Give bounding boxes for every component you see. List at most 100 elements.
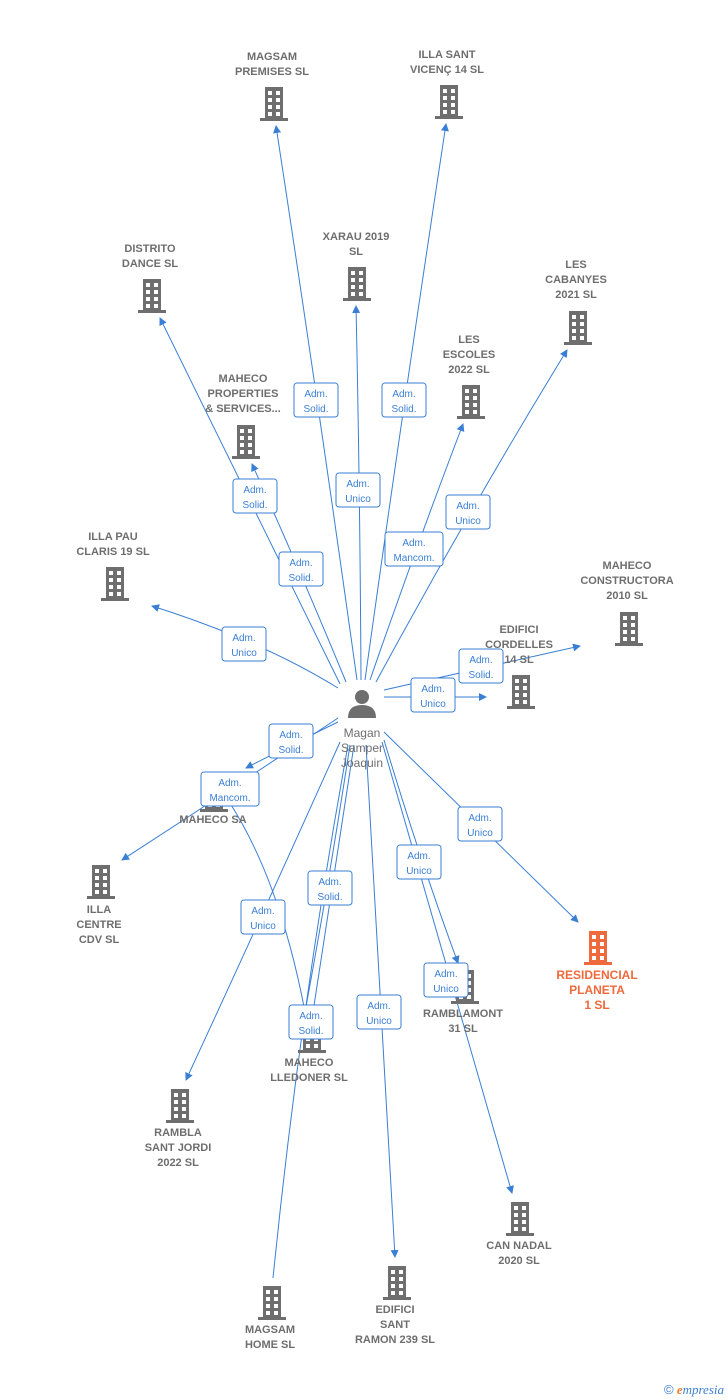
edge-label-line: Adm. bbox=[243, 485, 266, 496]
building-icon bbox=[457, 385, 485, 419]
company-name-line: SANT JORDI bbox=[145, 1142, 212, 1154]
brand-initial: e bbox=[676, 1382, 683, 1397]
company-name-line: ESCOLES bbox=[443, 349, 496, 361]
company-name-line: DISTRITO bbox=[124, 243, 176, 255]
building-icon bbox=[87, 865, 115, 899]
company-name-line: 2022 SL bbox=[448, 364, 490, 376]
company-node-maheco-properties[interactable]: MAHECO PROPERTIES & SERVICES... bbox=[205, 373, 281, 459]
company-name-line: 1 SL bbox=[584, 998, 609, 1012]
edge-label-maheco-lledoner-a[interactable]: Adm.Solid. bbox=[307, 870, 353, 906]
edge-label-box bbox=[410, 677, 456, 713]
edge-label-line: Adm. bbox=[218, 778, 241, 789]
company-name-line: & SERVICES... bbox=[205, 403, 281, 415]
edge-label-les-escoles[interactable]: Adm.Mancom. bbox=[384, 531, 444, 567]
company-name-line: EDIFICI bbox=[499, 624, 538, 636]
building-icon bbox=[584, 931, 612, 965]
edge-label-residencial-planeta[interactable]: Adm.Unico bbox=[457, 806, 503, 842]
company-name-line: MAHECO SA bbox=[179, 814, 246, 826]
edge-label-line: Solid. bbox=[242, 500, 267, 511]
edge-label-magsam-premises[interactable]: Adm.Solid. bbox=[293, 382, 339, 418]
edge-label-distrito-dance[interactable]: Adm. Solid. bbox=[232, 478, 278, 514]
edge-label-line: Adm. bbox=[456, 501, 479, 512]
company-name-line: 31 SL bbox=[448, 1023, 478, 1035]
company-name-line: CORDELLES bbox=[485, 639, 553, 651]
edge-label-line: Adm. bbox=[392, 389, 415, 400]
edge-label-box bbox=[384, 531, 444, 567]
edge-label-box bbox=[268, 723, 314, 759]
edge-label-xarau[interactable]: Adm.Unico bbox=[335, 472, 381, 508]
edge-label-illa-centre[interactable]: Adm.Mancom. bbox=[200, 771, 260, 807]
edge-label-line: Adm. bbox=[304, 389, 327, 400]
company-node-maheco-sa[interactable]: MAHECO SA bbox=[179, 778, 247, 826]
edge-label-line: Adm. bbox=[232, 633, 255, 644]
edge-label-illa-pau-claris[interactable]: Adm.Unico bbox=[221, 626, 267, 662]
edge-label-box bbox=[457, 806, 503, 842]
edge-label-maheco-constructora[interactable]: Adm.Solid. bbox=[458, 648, 504, 684]
company-name-line: PREMISES SL bbox=[235, 66, 309, 78]
edge-label-line: Solid. bbox=[278, 745, 303, 756]
building-icon bbox=[138, 279, 166, 313]
edge-label-line: Adm. bbox=[346, 479, 369, 490]
company-name-line: ILLA bbox=[87, 904, 111, 916]
edge-label-ramblamont-a[interactable]: Adm.Unico bbox=[396, 844, 442, 880]
building-icon bbox=[507, 675, 535, 709]
edge-label-box bbox=[293, 382, 339, 418]
company-name-line: CDV SL bbox=[79, 934, 120, 946]
edge-labels-layer: Adm.Solid.Adm.Solid.Adm.UnicoAdm.Solid.A… bbox=[200, 382, 504, 1040]
edge-label-rambla-sant-jordi[interactable]: Adm.Unico bbox=[240, 899, 286, 935]
company-name-line: SANT bbox=[380, 1319, 410, 1331]
company-name-line: CONSTRUCTORA bbox=[580, 575, 673, 587]
company-name-line: LES bbox=[565, 259, 586, 271]
company-name-line: PROPERTIES bbox=[208, 388, 279, 400]
edge-label-illa-sant-vicenc[interactable]: Adm.Solid. bbox=[381, 382, 427, 418]
edge-label-line: Adm. bbox=[279, 730, 302, 741]
building-icon bbox=[260, 87, 288, 121]
edge-label-line: Adm. bbox=[434, 969, 457, 980]
building-icon bbox=[615, 612, 643, 646]
edge-label-maheco-lledoner-b[interactable]: Adm.Solid. bbox=[288, 1004, 334, 1040]
edge-label-les-cabanyes[interactable]: Adm. Unico bbox=[445, 494, 491, 530]
edge-label-box bbox=[232, 478, 278, 514]
edge-label-box bbox=[396, 844, 442, 880]
edge-label-ramblamont-b[interactable]: Adm.Unico bbox=[423, 962, 469, 998]
company-name-line: CABANYES bbox=[545, 274, 607, 286]
company-name-line: ILLA SANT bbox=[418, 49, 475, 61]
edge-label-line: Unico bbox=[455, 516, 481, 527]
edge-label-edifici-sant-ramon[interactable]: Adm.Unico bbox=[356, 994, 402, 1030]
company-name-line: 2020 SL bbox=[498, 1255, 540, 1267]
edge-label-line: Unico bbox=[406, 866, 432, 877]
edge-label-maheco-sa[interactable]: Adm. Solid. bbox=[268, 723, 314, 759]
edge-label-maheco-properties[interactable]: Adm. Solid. bbox=[278, 551, 324, 587]
company-name-line: EDIFICI bbox=[375, 1304, 414, 1316]
building-icon bbox=[232, 425, 260, 459]
edge-label-line: Solid. bbox=[288, 573, 313, 584]
company-name-line: RAMBLA bbox=[154, 1127, 202, 1139]
brand-name: mpresia bbox=[682, 1382, 724, 1397]
edge-label-box bbox=[445, 494, 491, 530]
edge-label-line: Adm. bbox=[289, 558, 312, 569]
edge-label-line: Adm. bbox=[318, 877, 341, 888]
building-icon bbox=[166, 1089, 194, 1123]
edge-label-box bbox=[458, 648, 504, 684]
company-name-line: MAHECO bbox=[219, 373, 268, 385]
edge-label-edifici-cordelles[interactable]: Adm.Unico bbox=[410, 677, 456, 713]
